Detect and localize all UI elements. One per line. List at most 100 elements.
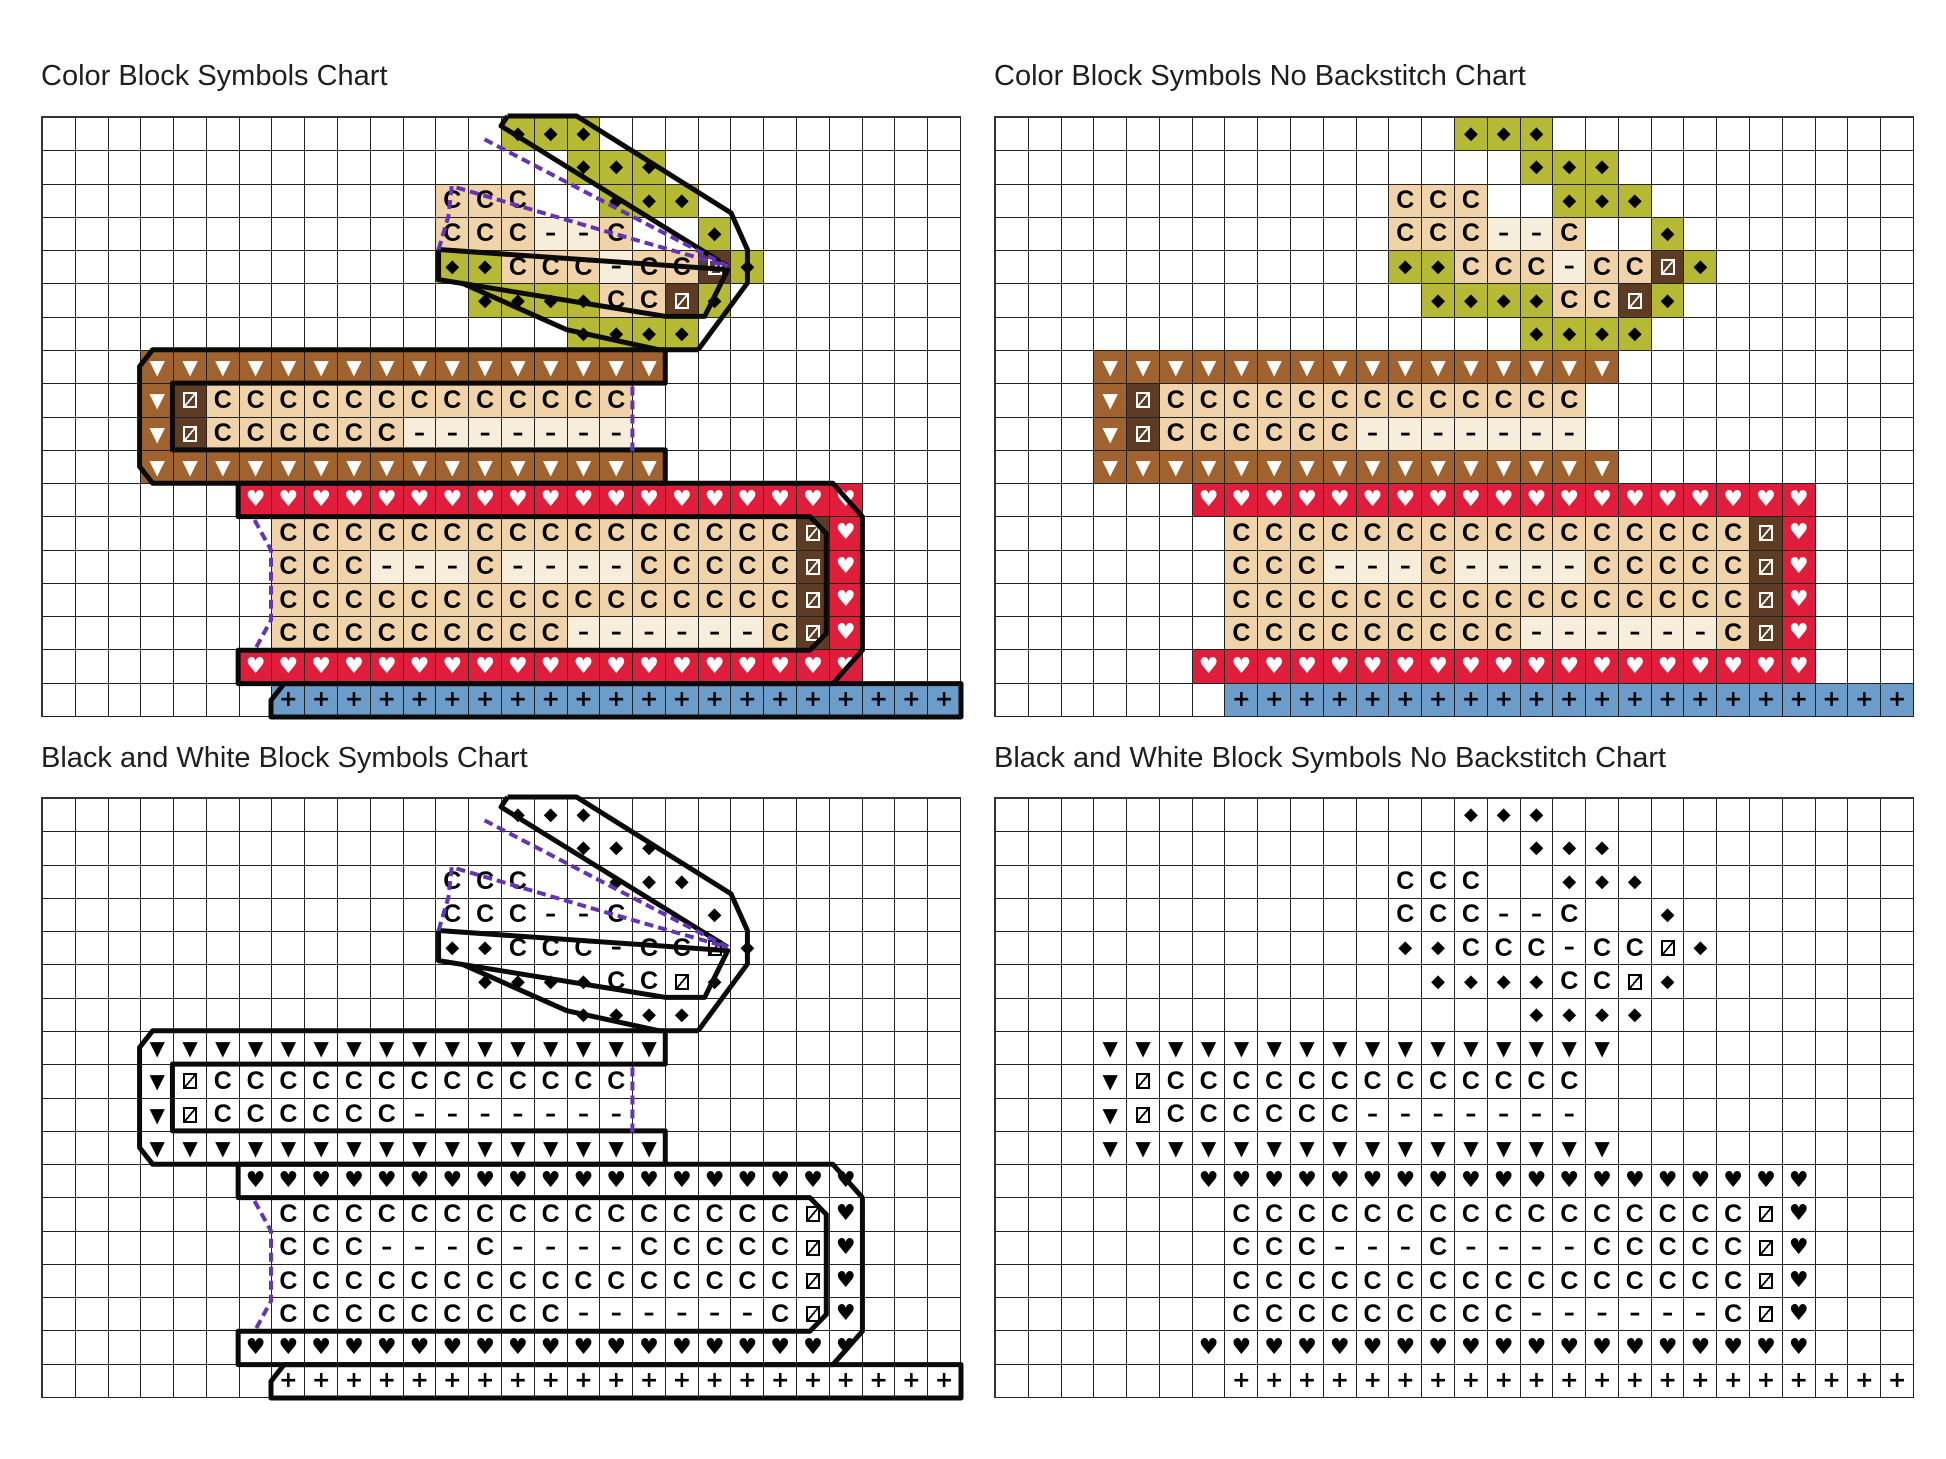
stitch-cell-triangle: ▼ [1356,1131,1390,1166]
stitch-cell-triangle: ▼ [305,350,339,385]
grid-cell [1159,865,1193,899]
stitch-cell-c-stitch: C [1258,517,1292,551]
dash-symbol-icon: – [577,220,589,246]
stitch-cell-heart: ♥ [1782,583,1816,618]
grid-cell [928,617,961,651]
grid-cell [862,1331,896,1365]
grid-cell [1881,1198,1914,1232]
heart-symbol-icon: ♥ [704,1168,725,1194]
grid-cell [1881,417,1914,451]
c-stitch-symbol-icon: C [1330,618,1349,647]
stitch-cell-c-stitch: C [338,1264,371,1299]
triangle-symbol-icon: ▼ [1561,1036,1577,1061]
stitch-cell-triangle: ▼ [469,1131,502,1166]
c-stitch-symbol-icon: C [1396,585,1415,614]
grid-cell [1815,1231,1849,1265]
stitch-cell-c-stitch: C [1225,417,1259,451]
stitch-cell-triangle: ▼ [436,1031,470,1066]
stitch-cell-triangle: ▼ [1127,1031,1160,1066]
grid-cell [567,865,601,899]
grid-cell [272,998,306,1032]
diamond-symbol-icon: ◆ [543,970,558,992]
stitch-cell-c-stitch: C [436,583,470,618]
c-stitch-symbol-icon: C [1297,1266,1316,1295]
grid-cell [1782,384,1816,418]
plus-symbol-icon: + [311,686,331,712]
dash-symbol-icon: – [446,553,458,579]
stitch-cell-triangle: ▼ [1356,450,1390,485]
stitch-cell-c-stitch: C [1422,184,1455,218]
grid-cell [108,617,142,651]
grid-cell [895,650,929,684]
stitch-cell-c-stitch: C [1389,217,1423,252]
stitch-cell-c-stitch: C [1192,1098,1226,1132]
grid-cell [1127,683,1160,717]
stitch-cell-heart: ♥ [1651,484,1685,518]
c-stitch-symbol-icon: C [1724,585,1743,614]
grid-cell [1848,1231,1882,1265]
c-stitch-symbol-icon: C [1330,518,1349,547]
stitch-cell-triangle: ▼ [1422,450,1455,485]
stitch-cell-c-stitch: C [1291,1231,1324,1265]
grid-cell [206,683,240,717]
c-stitch-symbol-icon: C [1429,1299,1448,1328]
heart-symbol-icon: ♥ [770,1168,791,1194]
grid-cell [996,865,1029,899]
c-stitch-symbol-icon: C [443,1199,462,1228]
dash-symbol-icon: – [1399,553,1411,579]
plus-symbol-icon: + [1658,686,1677,712]
stitch-cell-heart: ♥ [534,1331,568,1365]
stitch-cell-dash: – [1356,417,1390,451]
grid-cell [600,799,634,833]
stitch-cell-c-stitch: C [1422,517,1455,551]
stitch-cell-c-stitch: C [600,1198,634,1232]
dash-symbol-icon: – [1563,1101,1575,1127]
heart-symbol-icon: ♥ [1264,487,1285,513]
diamond-symbol-icon: ◆ [1529,322,1544,344]
stitch-cell-c-stitch: C [1323,583,1357,618]
stitch-cell-c-stitch: C [1618,1231,1652,1265]
grid-cell [1750,965,1783,999]
grid-cell [239,832,273,866]
c-stitch-symbol-icon: C [508,1066,527,1095]
stitch-cell-c-stitch: C [731,1264,765,1299]
stitch-cell-c-stitch: C [1258,1231,1292,1265]
c-stitch-symbol-icon: C [672,1233,691,1262]
stitch-cell-c-stitch: C [338,417,371,451]
grid-cell [469,118,502,152]
grid-cell [731,217,765,252]
grid-cell [1094,284,1128,318]
stitch-cell-heart: ♥ [829,517,863,551]
grid-cell [43,1331,76,1365]
stitch-cell-c-stitch: C [1454,865,1488,899]
grid-cell [174,998,207,1032]
stitch-cell-plus: + [1815,1364,1849,1398]
triangle-symbol-icon: ▼ [1266,454,1282,479]
c-stitch-symbol-icon: C [541,585,560,614]
c-stitch-symbol-icon: C [640,585,659,614]
dash-symbol-icon: – [414,553,426,579]
heart-symbol-icon: ♥ [1461,487,1481,513]
stitch-cell-c-stitch: C [1487,583,1521,618]
box-slash-symbol-icon [1136,425,1151,442]
dash-symbol-icon: – [1465,1101,1477,1127]
grid-cell [1094,832,1128,866]
stitch-cell-heart: ♥ [1422,1165,1455,1199]
c-stitch-symbol-icon: C [1297,385,1316,414]
grid-cell [1127,484,1160,518]
stitch-cell-diamond: ◆ [1389,932,1423,966]
c-stitch-symbol-icon: C [508,1266,527,1295]
stitch-cell-c-stitch: C [436,217,470,252]
grid-cell [862,650,896,684]
stitch-cell-diamond: ◆ [1454,118,1488,152]
grid-cell [1717,184,1751,218]
stitch-cell-diamond: ◆ [567,799,601,833]
c-stitch-symbol-icon: C [377,618,396,647]
grid-cell [206,865,240,899]
heart-symbol-icon: ♥ [475,653,495,679]
stitch-cell-heart: ♥ [633,1165,666,1199]
grid-cell [43,151,76,185]
c-stitch-symbol-icon: C [508,1199,527,1228]
plus-symbol-icon: + [836,686,855,712]
stitch-cell-c-stitch: C [1291,1098,1324,1132]
